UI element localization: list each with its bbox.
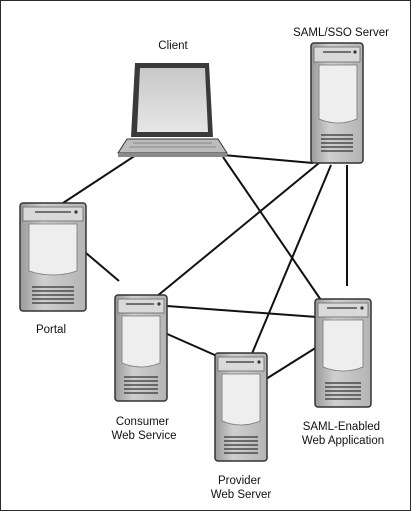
provider-label-line-2: Web Server (211, 489, 272, 501)
link-provider-sso (250, 164, 332, 357)
provider-label: Provider Web Server (211, 475, 272, 501)
portal-label-line-1: Portal (36, 324, 66, 336)
saml-app-label-line-2: Web Application (302, 435, 384, 447)
saml-app-server-icon (314, 298, 372, 408)
sso-server-label-line-1: SAML/SSO Server (293, 27, 389, 39)
client-laptop-icon (117, 63, 228, 157)
link-client-sso (222, 154, 314, 164)
link-consumer-saml-app (166, 305, 318, 318)
link-client-portal (62, 154, 137, 204)
client-label: Client (158, 40, 188, 52)
provider-label-line-1: Provider (218, 475, 261, 487)
client-label-line-1: Client (158, 40, 188, 52)
sso-server-label: SAML/SSO Server (293, 27, 389, 39)
portal-label: Portal (36, 324, 66, 336)
sso-server-icon (310, 42, 364, 164)
link-provider-saml-app (265, 346, 318, 380)
consumer-server-icon (114, 294, 168, 402)
saml-app-label: SAML-Enabled Web Application (302, 421, 384, 447)
link-portal-consumer (85, 252, 120, 282)
link-consumer-provider (164, 332, 218, 357)
consumer-label-line-2: Web Service (112, 430, 177, 442)
connections (62, 154, 348, 380)
provider-server-icon (214, 352, 268, 462)
link-consumer-sso (155, 162, 320, 298)
saml-app-label-line-1: SAML-Enabled (303, 421, 380, 433)
link-client-saml-app (222, 156, 324, 304)
portal-server-icon (19, 202, 87, 312)
consumer-label-line-1: Consumer (116, 416, 169, 428)
consumer-label: Consumer Web Service (112, 416, 177, 442)
